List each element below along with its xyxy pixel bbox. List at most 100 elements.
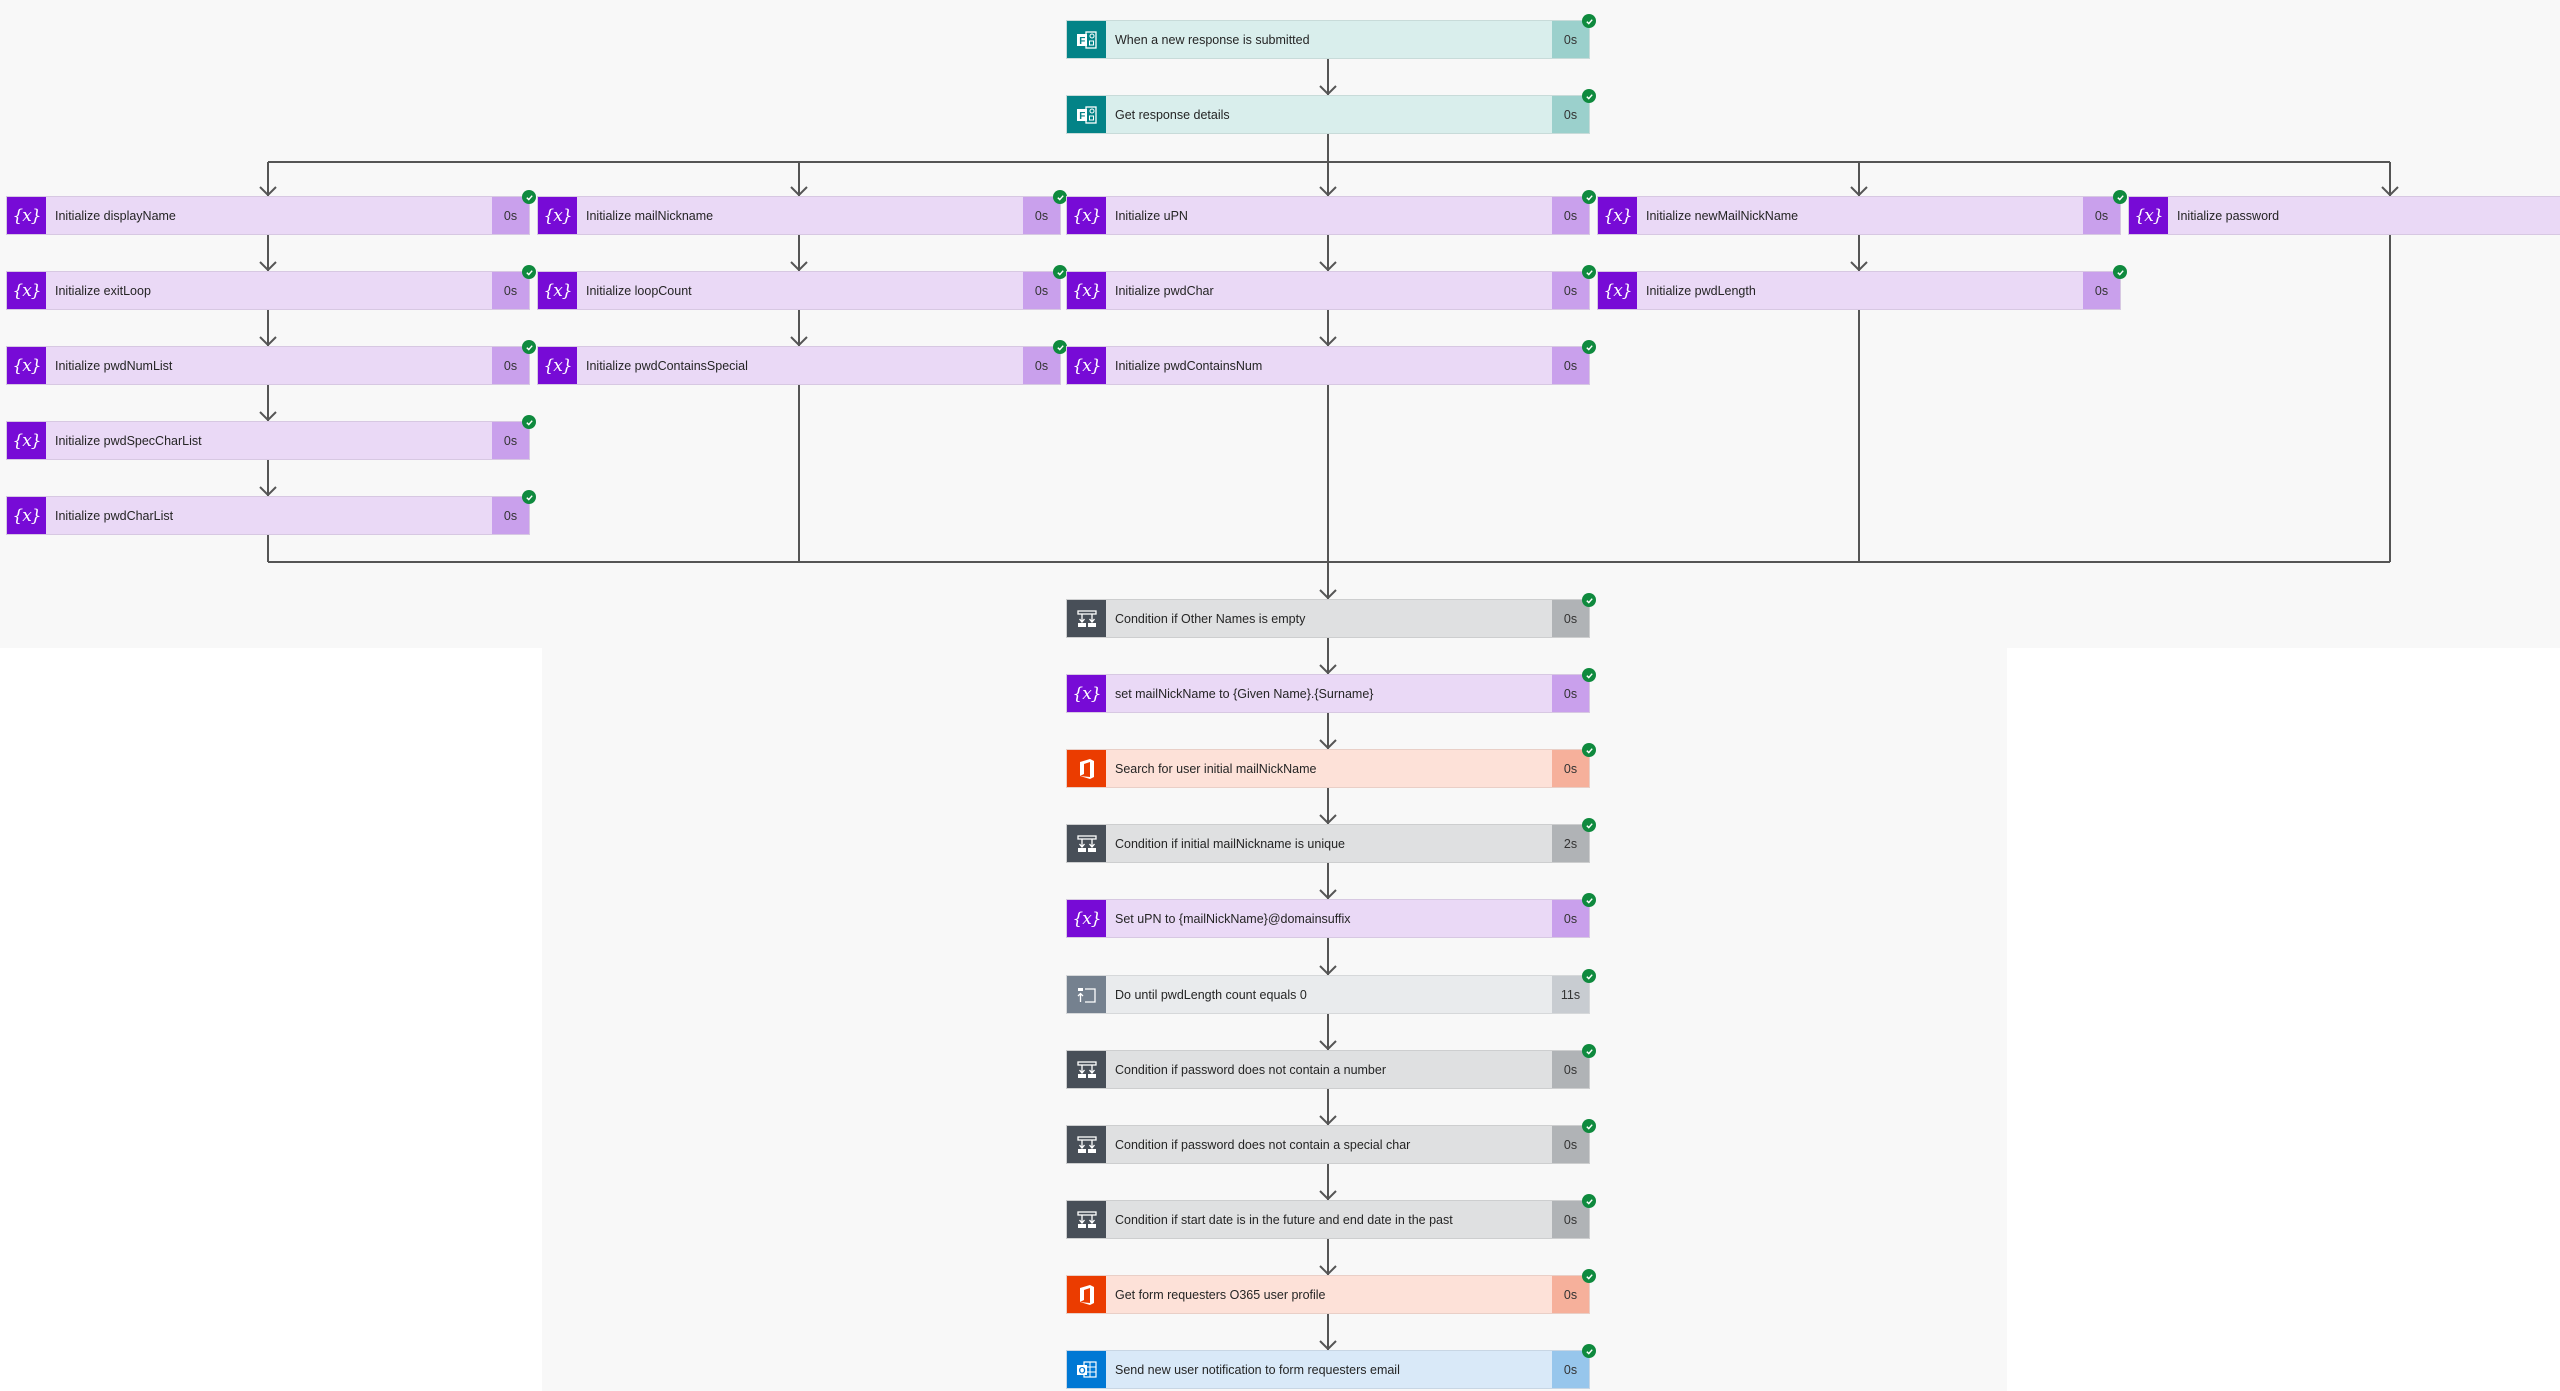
step-label: Condition if initial mailNickname is uni… (1115, 836, 1345, 851)
arrow-head-icon (1319, 261, 1337, 272)
variable-icon: {x} (1067, 272, 1106, 309)
arrow-head-icon (1319, 1040, 1337, 1051)
variable-icon: {x} (1067, 347, 1106, 384)
success-check-icon (1582, 593, 1596, 607)
arrow-head-icon (1319, 889, 1337, 900)
step-duration: 0s (1552, 1201, 1589, 1238)
variable-icon: {x} (2129, 197, 2168, 234)
step-duration: 0s (1552, 197, 1589, 234)
step-duration: 0s (1552, 1051, 1589, 1088)
success-check-icon (1582, 340, 1596, 354)
step-label: Condition if password does not contain a… (1115, 1062, 1386, 1077)
variable-icon: {x} (1598, 197, 1637, 234)
arrow-head-icon (1319, 1265, 1337, 1276)
success-check-icon (1582, 818, 1596, 832)
step-duration: 0s (1552, 1126, 1589, 1163)
step-duration: 0s (492, 347, 529, 384)
flow-step-condition-if-start-date-is-in-the-future-and-end-date-in-the-past[interactable]: Condition if start date is in the future… (1066, 1194, 1596, 1239)
arrow-head-icon (1319, 739, 1337, 750)
arrow-head-icon (1319, 1115, 1337, 1126)
variable-icon: {x} (538, 272, 577, 309)
step-duration: 0s (1023, 347, 1060, 384)
step-label: Condition if start date is in the future… (1115, 1212, 1453, 1227)
flow-step-condition-if-initial-mailnickname-is-unique[interactable]: Condition if initial mailNickname is uni… (1066, 818, 1596, 863)
flow-step-condition-if-password-does-not-contain-a-number[interactable]: Condition if password does not contain a… (1066, 1044, 1596, 1089)
step-label: Initialize mailNickname (586, 208, 714, 223)
flow-step-do-until-pwdlength-count-equals-0[interactable]: Do until pwdLength count equals 0 11s (1066, 969, 1596, 1014)
success-check-icon (1582, 1044, 1596, 1058)
step-duration: 0s (1552, 272, 1589, 309)
flow-step-set-mailnickname-to-given-name-surname[interactable]: {x}set mailNickName to {Given Name}.{Sur… (1066, 668, 1596, 713)
step-label: Do until pwdLength count equals 0 (1115, 987, 1307, 1002)
variable-icon: {x} (1067, 675, 1106, 712)
step-label: Initialize password (2177, 208, 2280, 223)
flow-step-initialize-upn[interactable]: {x} Initialize uPN 0s (1066, 190, 1596, 235)
flow-step-set-upn-to-mailnickname-domainsuffix[interactable]: {x}Set uPN to {mailNickName}@domainsuffi… (1066, 893, 1596, 938)
condition-icon (1067, 1126, 1106, 1163)
step-label: When a new response is submitted (1115, 32, 1310, 47)
forms-icon: F (1067, 21, 1106, 58)
loop-icon (1067, 976, 1106, 1013)
step-label: Initialize loopCount (586, 283, 692, 298)
success-check-icon (1582, 893, 1596, 907)
success-check-icon (1582, 1269, 1596, 1283)
arrow-head-icon (1319, 1190, 1337, 1201)
success-check-icon (1582, 89, 1596, 103)
svg-text:O: O (1078, 1365, 1085, 1375)
variable-icon: {x} (7, 197, 46, 234)
step-label: Initialize uPN (1115, 208, 1188, 223)
success-check-icon (1582, 668, 1596, 682)
variable-icon: {x} (7, 347, 46, 384)
arrow-head-icon (259, 336, 277, 347)
success-check-icon (1582, 1194, 1596, 1208)
success-check-icon (1582, 743, 1596, 757)
variable-icon: {x} (7, 422, 46, 459)
arrow-head-icon (1319, 85, 1337, 96)
step-label: Initialize pwdSpecCharList (55, 433, 202, 448)
office-icon (1067, 1276, 1106, 1313)
condition-icon (1067, 1201, 1106, 1238)
success-check-icon (1582, 190, 1596, 204)
arrow-head-icon (1319, 1340, 1337, 1351)
flow-step-condition-if-password-does-not-contain-a-special-char[interactable]: Condition if password does not contain a… (1066, 1119, 1596, 1164)
condition-icon (1067, 600, 1106, 637)
step-duration: 0s (1552, 675, 1589, 712)
success-check-icon (1582, 14, 1596, 28)
arrow-head-icon (259, 411, 277, 422)
success-check-icon (2113, 265, 2127, 279)
success-check-icon (2113, 190, 2127, 204)
step-duration: 11s (1552, 976, 1589, 1013)
variable-icon: {x} (1067, 197, 1106, 234)
step-duration: 0s (1552, 1351, 1589, 1388)
success-check-icon (1582, 265, 1596, 279)
flow-step-initialize-password[interactable]: {x} Initialize password (2128, 196, 2560, 235)
step-duration: 0s (2083, 197, 2120, 234)
step-label: Initialize pwdContainsNum (1115, 358, 1263, 373)
flow-step-search-for-user-initial-mailnickname[interactable]: Search for user initial mailNickName 0s (1066, 743, 1596, 788)
arrow-head-icon (2381, 186, 2399, 197)
step-duration: 0s (1023, 197, 1060, 234)
variable-icon: {x} (538, 347, 577, 384)
step-label: Search for user initial mailNickName (1115, 761, 1317, 776)
step-label: Get form requesters O365 user profile (1115, 1287, 1326, 1302)
step-duration: 0s (1552, 750, 1589, 787)
success-check-icon (1582, 1344, 1596, 1358)
